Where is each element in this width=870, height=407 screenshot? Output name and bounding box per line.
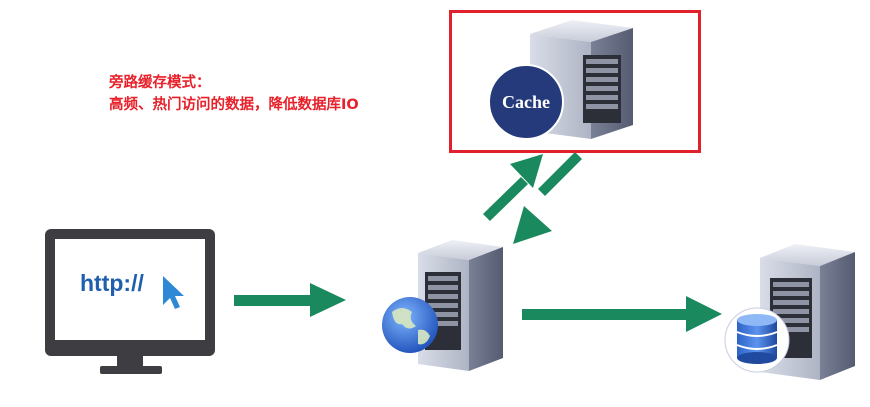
cache-badge-label: Cache: [502, 92, 550, 112]
database-server: [724, 244, 855, 380]
note-description: 高频、热门访问的数据，降低数据库IO: [109, 97, 359, 113]
url-text: http://: [80, 270, 144, 296]
cache-highlight-box: [449, 10, 701, 153]
arrow-web-to-cache: [483, 154, 543, 221]
database-icon: [724, 307, 790, 373]
monitor-base: [100, 366, 162, 374]
web-server: [382, 240, 503, 371]
client-computer: http://: [45, 229, 215, 374]
note-title: 旁路缓存模式：: [109, 75, 211, 91]
arrow-client-to-web: [234, 283, 346, 317]
cache-badge: [488, 64, 564, 140]
cache-server: Cache: [488, 20, 633, 140]
cache-aside-note: 旁路缓存模式： 高频、热门访问的数据，降低数据库IO: [109, 72, 359, 116]
cursor-icon: [163, 276, 184, 309]
arrow-cache-to-web: [513, 152, 582, 244]
monitor-neck: [117, 356, 143, 368]
arrow-web-to-database: [522, 296, 722, 332]
monitor-screen: [55, 239, 205, 340]
